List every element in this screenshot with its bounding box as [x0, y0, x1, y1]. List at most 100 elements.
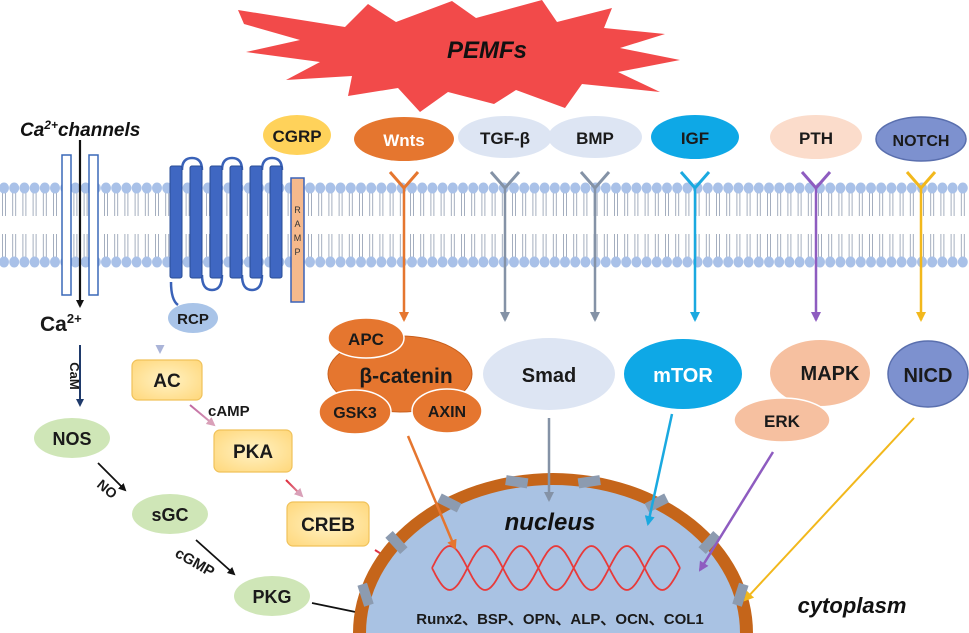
lipid-head — [101, 182, 111, 194]
lipid-head — [356, 256, 366, 268]
lipid-head — [682, 256, 693, 268]
lipid-head — [804, 256, 815, 268]
lipid-head — [335, 182, 346, 194]
lipid-head — [906, 256, 917, 268]
nuclear-pore — [385, 530, 408, 554]
lipid-head — [835, 256, 846, 268]
lipid-head — [784, 256, 795, 268]
lipid-head — [855, 182, 866, 194]
bmp-ligand — [548, 116, 642, 158]
lipid-head — [29, 256, 40, 268]
lipid-head — [723, 182, 734, 194]
gsk3-label: GSK3 — [333, 405, 377, 422]
lipid-head — [386, 256, 397, 268]
lipid-head — [927, 256, 938, 268]
wnts-ligand — [354, 117, 454, 161]
apc-node — [327, 317, 405, 359]
lipid-head — [906, 182, 917, 194]
tm-helix — [249, 165, 263, 279]
cam-label: CaM — [67, 362, 82, 389]
ramp-letter: A — [294, 219, 300, 229]
notch-pathway: NOTCH — [875, 116, 967, 322]
ramp-protein — [290, 177, 305, 303]
dna-strand-b — [431, 545, 681, 591]
beta-catenin-to-nucleus-arrow — [406, 435, 457, 550]
lipid-head — [19, 256, 30, 268]
mtor-node-group: mTOR — [624, 339, 742, 526]
camp-cascade: RCP AC cAMP PKA CREB — [131, 303, 404, 569]
lipid-head — [825, 182, 836, 194]
lipid-head — [70, 182, 81, 194]
lipid-head — [753, 182, 764, 194]
lipid-head — [794, 256, 805, 268]
lipid-head — [937, 182, 948, 194]
lipid-head — [437, 182, 448, 194]
mapk-erk-group: MAPK ERK — [698, 340, 870, 572]
lipid-head — [794, 182, 805, 194]
lipid-head — [345, 256, 356, 268]
lipid-head — [723, 256, 734, 268]
lipid-head — [121, 256, 132, 268]
cgmp-label: cGMP — [172, 545, 217, 581]
no-label: NO — [94, 476, 120, 502]
ramp-letter: P — [294, 247, 300, 257]
ac-box — [131, 359, 203, 401]
lipid-head — [39, 182, 50, 194]
no-cgmp-cascade: NOS NO sGC cGMP PKG — [34, 418, 372, 618]
lipid-head — [529, 182, 540, 194]
lipid-head — [835, 182, 846, 194]
beta-catenin-label: β-catenin — [359, 365, 452, 388]
lipid-head — [9, 256, 20, 268]
tm-helix — [209, 165, 223, 279]
lipid-head — [733, 182, 744, 194]
rcp-node — [168, 303, 218, 333]
burst-shape — [238, 0, 680, 112]
gpcr-loops — [169, 156, 284, 307]
lipid-head — [651, 182, 662, 194]
lipid-head — [631, 182, 642, 194]
lipid-head — [417, 256, 428, 268]
no-arrow — [97, 462, 127, 492]
pka-box — [213, 429, 293, 473]
lipid-head — [519, 256, 530, 268]
ramp-letter: R — [294, 205, 301, 215]
cell-membrane — [0, 182, 968, 268]
lipid-head — [927, 182, 938, 194]
lipid-head — [101, 256, 111, 268]
lipid-head — [580, 182, 591, 194]
lipid-head — [39, 256, 50, 268]
lipid-head — [366, 256, 377, 268]
igf-label: IGF — [681, 129, 709, 148]
mtor-label: mTOR — [653, 365, 713, 387]
camp-arrow — [189, 404, 216, 427]
mapk-label: MAPK — [801, 363, 860, 385]
lipid-head — [866, 182, 876, 194]
lipid-head — [713, 182, 723, 194]
dna-double-helix — [431, 545, 681, 591]
lipid-head — [957, 256, 968, 268]
pth-ligand — [770, 115, 862, 159]
lipid-head — [866, 256, 876, 268]
erk-to-nucleus-arrow — [698, 451, 775, 572]
lipid-head — [376, 182, 387, 194]
cgrp-ligand — [263, 115, 331, 155]
tgf-beta-ligand — [458, 116, 552, 158]
lipid-head — [845, 256, 856, 268]
lipid-head — [855, 256, 866, 268]
lipid-head — [600, 256, 611, 268]
lipid-head — [672, 256, 683, 268]
lipid-head — [519, 182, 530, 194]
lipid-head — [845, 182, 856, 194]
smad-node-group: Smad — [483, 338, 615, 502]
lipid-head — [784, 182, 795, 194]
lipid-head — [366, 182, 377, 194]
bmp-label: BMP — [576, 129, 614, 148]
lipid-head — [376, 256, 387, 268]
beta-catenin-complex: APC β-catenin GSK3 AXIN — [318, 317, 483, 550]
lipid-head — [427, 256, 438, 268]
lipid-head — [549, 256, 560, 268]
nicd-node-group: NICD — [743, 340, 969, 602]
lipid-head — [815, 256, 825, 268]
axin-node — [411, 388, 483, 434]
pth-label: PTH — [799, 129, 833, 148]
